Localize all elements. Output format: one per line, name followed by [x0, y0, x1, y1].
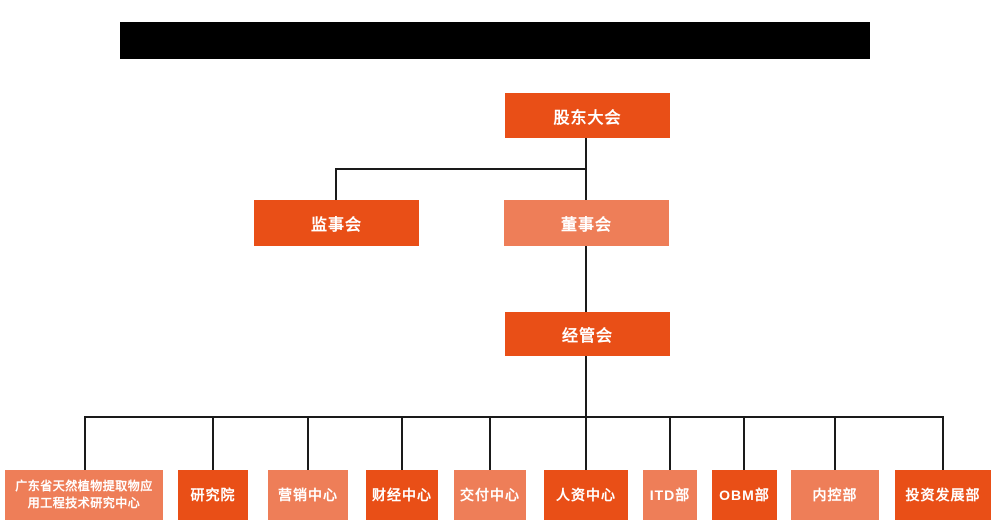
node-board-of-directors: 董事会: [504, 200, 669, 246]
connector-drop-4: [401, 416, 403, 470]
connector-departments-horizontal: [84, 416, 944, 418]
connector-level2-horizontal: [335, 168, 587, 170]
connector-drop-6: [585, 416, 587, 470]
node-dept-finance-center: 财经中心: [366, 470, 438, 520]
node-dept-investment-development: 投资发展部: [895, 470, 991, 520]
connector-drop-8: [743, 416, 745, 470]
connector-board-to-management: [585, 246, 587, 312]
node-dept-itd: ITD部: [643, 470, 697, 520]
node-dept-research-institute: 研究院: [178, 470, 248, 520]
node-dept-marketing-center: 营销中心: [268, 470, 348, 520]
node-management-committee: 经管会: [505, 312, 670, 356]
node-dept-delivery-center: 交付中心: [454, 470, 526, 520]
connector-management-down: [585, 356, 587, 418]
node-shareholders-meeting: 股东大会: [505, 93, 670, 138]
node-dept-internal-control: 内控部: [791, 470, 879, 520]
connector-drop-10: [942, 416, 944, 470]
connector-to-supervisory: [335, 168, 337, 200]
connector-drop-3: [307, 416, 309, 470]
node-dept-hr-center: 人资中心: [544, 470, 628, 520]
connector-drop-7: [669, 416, 671, 470]
connector-drop-9: [834, 416, 836, 470]
node-dept-obm: OBM部: [712, 470, 777, 520]
redacted-title-bar: [120, 22, 870, 59]
node-supervisory-board: 监事会: [254, 200, 419, 246]
connector-drop-1: [84, 416, 86, 470]
node-dept-research-center: 广东省天然植物提取物应用工程技术研究中心: [5, 470, 163, 520]
connector-drop-2: [212, 416, 214, 470]
connector-drop-5: [489, 416, 491, 470]
